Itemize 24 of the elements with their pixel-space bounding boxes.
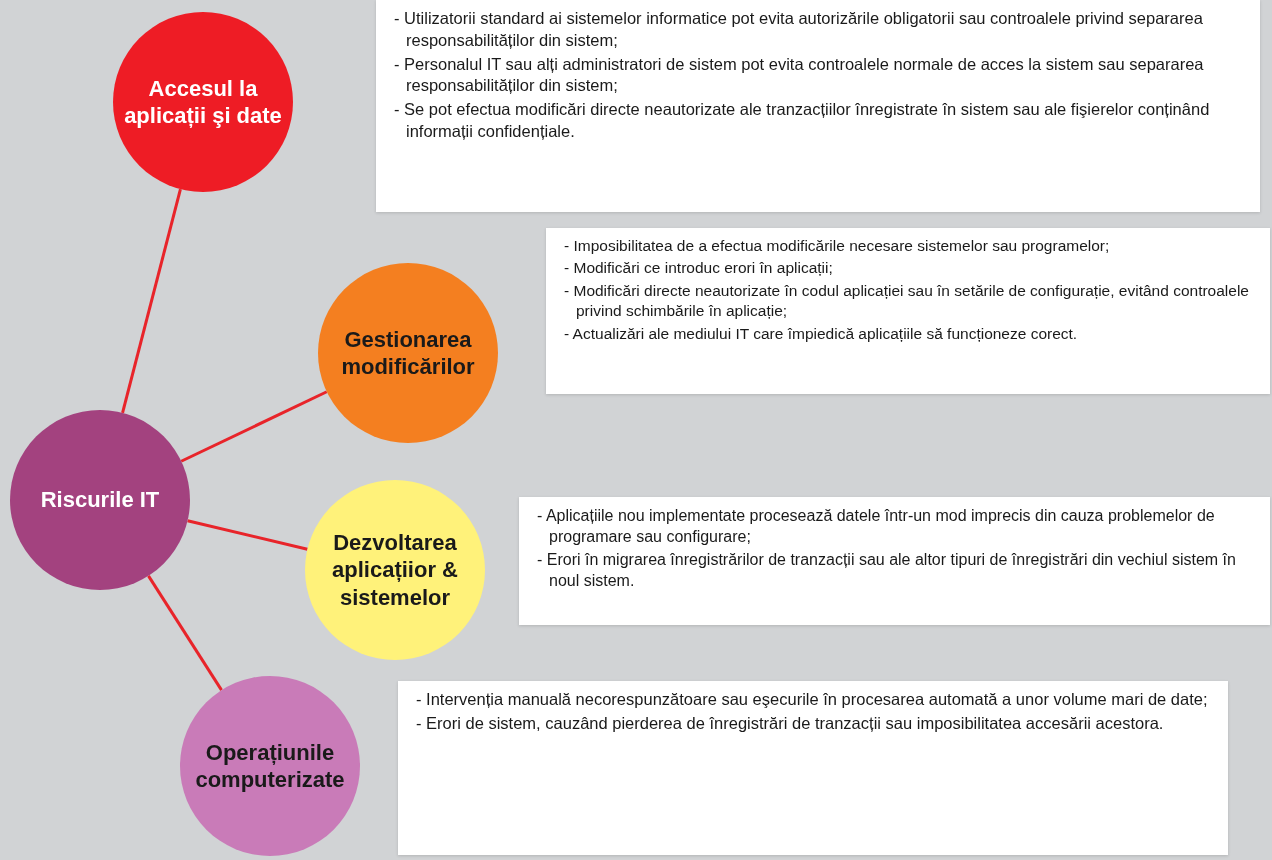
text-panel xyxy=(546,228,1270,394)
text-panel xyxy=(519,497,1270,625)
bullet-text: - Imposibilitatea de a efectua modificările necesare sistemelor sau programelor; xyxy=(564,236,1111,256)
bullet-text: - Aplicațiile nou implementate procesează datele într-un mod imprecis din cauza problemelor de programare sau configurare; xyxy=(537,506,1216,548)
bullet-text: - Modificări directe neautorizate în codul aplicației sau în setările de configurație, evitând controalele privind schimbările în aplicație; xyxy=(564,280,1250,322)
node-label: Dezvoltarea aplicațiior & sistemelor xyxy=(331,528,459,612)
bullet-text: - Erori în migrarea înregistrărilor de tranzacții sau ale altor tipuri de înregistrări din vechiul sistem în noul sistem. xyxy=(537,550,1237,592)
connector-line xyxy=(121,188,182,414)
node-label: Gestionarea modificărilor xyxy=(340,325,476,381)
node-label: Accesul la aplicații şi date xyxy=(123,74,283,130)
node-label: Riscurile IT xyxy=(40,486,160,514)
connector-line xyxy=(187,519,308,551)
node-label: Operațiunile computerizate xyxy=(194,738,346,794)
connector-line xyxy=(147,575,223,691)
text-panel xyxy=(398,681,1228,855)
bullet-text: - Erori de sistem, cauzând pierderea de înregistrări de tranzacții sau imposibilitatea accesării acestora. xyxy=(416,712,1165,734)
bullet-text: - Utilizatorii standard ai sistemelor informatice pot evita autorizările obligatorii sau controalele privind separarea responsabilităților din sistem; xyxy=(394,8,1204,51)
connector-line xyxy=(180,390,328,463)
bullet-text: - Modificări ce introduc erori în aplicații; xyxy=(564,258,834,279)
bullet-text: - Se pot efectua modificări directe neautorizate ale tranzacțiilor înregistrate în sistem sau ale fişierelor conținând informații confidențiale. xyxy=(394,99,1211,142)
bullet-text: - Actualizări ale mediului IT care împiedică aplicațiile să funcționeze corect. xyxy=(564,323,1079,344)
bullet-text: - Personalul IT sau alți administratori de sistem pot evita controalele normale de acces la sistem sau separarea responsabilităților din sistem; xyxy=(394,53,1205,97)
bullet-text: - Intervenția manuală necorespunzătoare sau eşecurile în procesarea automată a unor volume mari de date; xyxy=(416,689,1209,710)
text-panel xyxy=(376,0,1260,212)
